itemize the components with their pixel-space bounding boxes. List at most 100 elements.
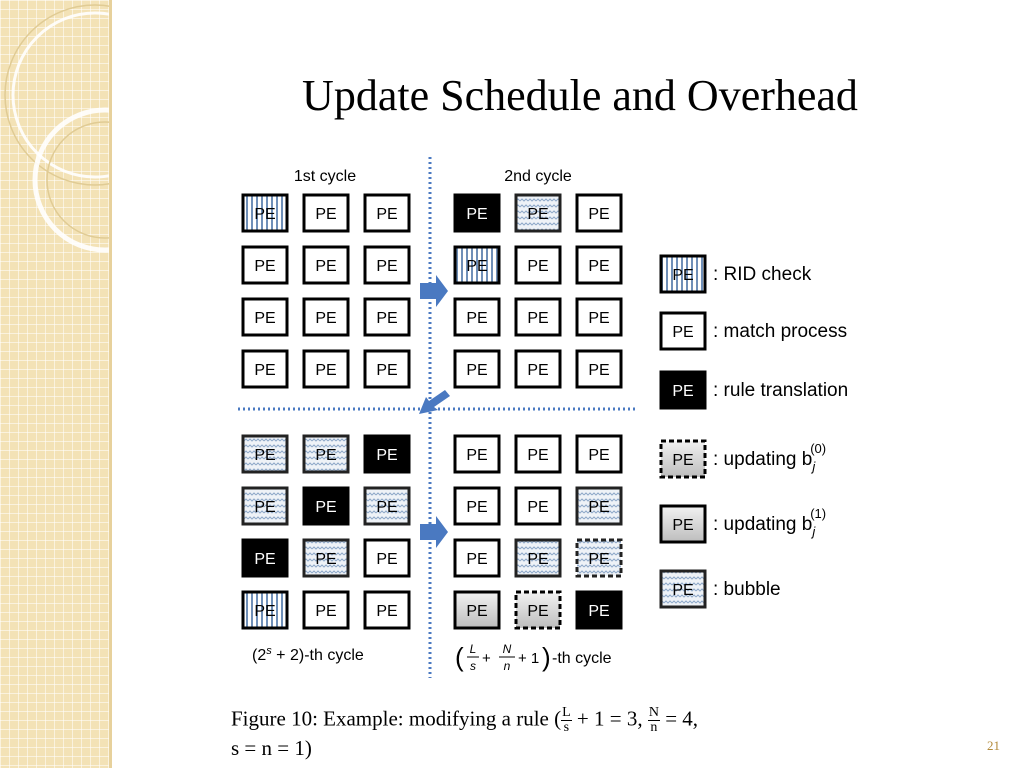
pe-cell-text: PE bbox=[376, 447, 397, 464]
legend-swatch-rid: PE bbox=[659, 254, 707, 294]
pe-cell-text: PE bbox=[466, 603, 487, 620]
pe-cell-pe: PE bbox=[453, 434, 501, 474]
pe-cell-text: PE bbox=[672, 383, 693, 400]
pe-cell-text: PE bbox=[254, 362, 275, 379]
svg-text:+: + bbox=[482, 650, 491, 667]
pe-cell-pe: PE bbox=[241, 245, 289, 285]
legend-swatch-pe: PE bbox=[659, 311, 707, 351]
pe-cell-pe: PE bbox=[453, 538, 501, 578]
pe-cell-text: PE bbox=[672, 267, 693, 284]
pe-cell-text: PE bbox=[588, 310, 609, 327]
legend-label: : updating bj(1) bbox=[713, 506, 826, 539]
legend-swatch-bubble: PE bbox=[659, 569, 707, 609]
pe-cell-text: PE bbox=[527, 206, 548, 223]
decorative-rings-icon bbox=[4, 4, 112, 253]
legend-label: : bubble bbox=[713, 579, 781, 600]
legend-label: : match process bbox=[713, 321, 847, 342]
pe-cell-rule: PE bbox=[302, 486, 350, 526]
pe-cell-bubble: PE bbox=[514, 538, 562, 578]
pe-cell-text: PE bbox=[527, 362, 548, 379]
pe-cell-text: PE bbox=[588, 258, 609, 275]
pe-cell-text: PE bbox=[466, 258, 487, 275]
pe-cell-text: PE bbox=[376, 258, 397, 275]
pe-cell-text: PE bbox=[254, 258, 275, 275]
pe-cell-text: PE bbox=[527, 258, 548, 275]
pe-cell-text: PE bbox=[527, 551, 548, 568]
pe-cell-rid: PE bbox=[453, 245, 501, 285]
pe-cell-bubble: PE bbox=[575, 486, 623, 526]
pe-cell-text: PE bbox=[588, 551, 609, 568]
pe-cell-text: PE bbox=[315, 310, 336, 327]
legend-item-rule: PE : rule translation bbox=[659, 370, 848, 410]
pe-cell-bubble: PE bbox=[363, 486, 411, 526]
pe-cell-pe: PE bbox=[575, 349, 623, 389]
page-number: 21 bbox=[987, 738, 1000, 753]
legend-item-upd1: PE: updating bj(1) bbox=[659, 504, 826, 544]
pe-cell-text: PE bbox=[466, 447, 487, 464]
pe-cell-text: PE bbox=[254, 447, 275, 464]
pe-cell-text: PE bbox=[672, 582, 693, 599]
pe-cell-text: PE bbox=[376, 603, 397, 620]
pe-cell-text: PE bbox=[672, 452, 693, 469]
arrow-right-icon-bottom bbox=[420, 516, 448, 548]
legend-swatch-upd1: PE bbox=[659, 504, 707, 544]
pe-cell-pe: PE bbox=[514, 486, 562, 526]
pe-cell-pe: PE bbox=[302, 245, 350, 285]
quadrant-label-4: (Ls+Nn+ 1)-th cycle bbox=[455, 642, 612, 673]
legend-item-pe: PE : match process bbox=[659, 311, 847, 351]
pe-cell-upd0bubble: PE bbox=[575, 538, 623, 578]
legend-label: : rule translation bbox=[713, 380, 848, 401]
legend-item-upd0: PE : updating bj(0) bbox=[659, 439, 826, 479]
pe-cell-pe: PE bbox=[241, 349, 289, 389]
pe-cell-pe: PE bbox=[514, 297, 562, 337]
caption-suffix: = 4, bbox=[659, 706, 699, 731]
pe-cell-text: PE bbox=[376, 551, 397, 568]
pe-grids: PE PE PE PE PE PE PE PE PE PE PE PE PE PE PE PE PE PE PE PE… bbox=[241, 193, 623, 630]
svg-text:s: s bbox=[470, 659, 476, 673]
pe-cell-pe: PE bbox=[453, 486, 501, 526]
pe-cell-text: PE bbox=[588, 499, 609, 516]
svg-text:L: L bbox=[470, 642, 477, 656]
legend-swatch-rule: PE bbox=[659, 370, 707, 410]
svg-text:): ) bbox=[542, 642, 551, 672]
quadrant-label-3: (2s + 2)-th cycle bbox=[252, 645, 364, 664]
pe-cell-text: PE bbox=[466, 551, 487, 568]
pe-cell-text: PE bbox=[588, 603, 609, 620]
pe-cell-rid: PE bbox=[241, 590, 289, 630]
pe-cell-text: PE bbox=[254, 603, 275, 620]
pe-cell-pe: PE bbox=[302, 297, 350, 337]
legend-label: : updating bj(0) bbox=[713, 441, 826, 474]
pe-cell-pe: PE bbox=[302, 590, 350, 630]
svg-text:+ 1: + 1 bbox=[518, 650, 539, 667]
pe-cell-rule: PE bbox=[575, 590, 623, 630]
pe-cell-pe: PE bbox=[363, 538, 411, 578]
svg-text:(: ( bbox=[455, 642, 464, 672]
svg-text:n: n bbox=[504, 659, 511, 673]
pe-cell-text: PE bbox=[588, 206, 609, 223]
pe-cell-pe: PE bbox=[575, 434, 623, 474]
pe-cell-pe: PE bbox=[302, 349, 350, 389]
pe-cell-text: PE bbox=[527, 447, 548, 464]
pe-cell-pe: PE bbox=[363, 349, 411, 389]
pe-cell-pe: PE bbox=[514, 434, 562, 474]
pe-cell-pe: PE bbox=[575, 245, 623, 285]
pe-cell-bubble: PE bbox=[302, 538, 350, 578]
pe-cell-text: PE bbox=[588, 447, 609, 464]
pe-cell-pe: PE bbox=[363, 297, 411, 337]
pe-cell-rule: PE bbox=[241, 538, 289, 578]
pe-cell-text: PE bbox=[254, 551, 275, 568]
pe-cell-text: PE bbox=[315, 551, 336, 568]
pe-cell-text: PE bbox=[466, 310, 487, 327]
figure-caption-line2: s = n = 1) bbox=[231, 736, 312, 760]
decorative-side-band bbox=[0, 0, 112, 768]
pe-cell-bubble: PE bbox=[514, 193, 562, 233]
quadrant-label-1: 1st cycle bbox=[294, 168, 356, 185]
cycle-dividers bbox=[238, 157, 636, 678]
pe-cell-pe: PE bbox=[241, 297, 289, 337]
